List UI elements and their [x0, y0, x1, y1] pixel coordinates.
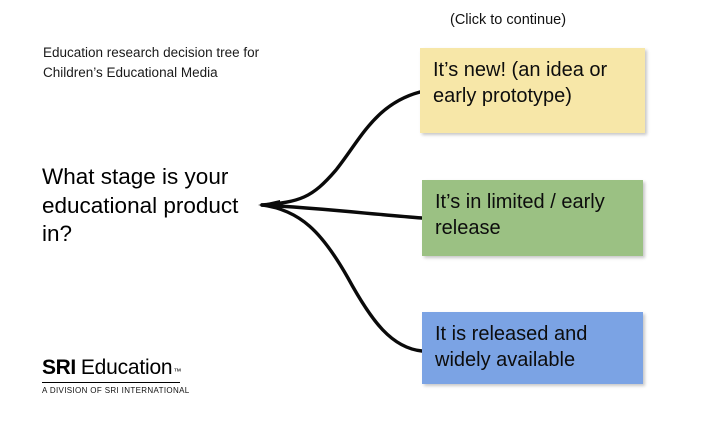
deck-subtitle: Education research decision tree for Chi…: [43, 45, 260, 80]
connector-to-new: [260, 90, 422, 207]
connector-to-released: [260, 203, 424, 353]
sri-education-logo: SRI Education ™ A DIVISION OF SRI INTERN…: [42, 357, 192, 395]
connector-to-limited: [260, 203, 424, 220]
root-question: What stage is your educational product i…: [42, 164, 239, 247]
branch-node-limited[interactable]: It’s in limited / early release: [422, 180, 643, 256]
logo-wordmark: SRI Education ™: [42, 357, 192, 378]
logo-trademark-icon: ™: [173, 367, 182, 376]
branch-node-limited-label: It’s in limited / early release: [435, 191, 605, 239]
logo-divider: [42, 382, 180, 383]
branch-node-released-label: It is released and widely available: [435, 323, 588, 371]
logo-education-text: Education: [80, 356, 173, 379]
logo-sri-text: SRI: [42, 356, 76, 379]
branch-node-released[interactable]: It is released and widely available: [422, 312, 643, 384]
click-to-continue-hint: (Click to continue): [450, 12, 567, 28]
logo-tagline: A DIVISION OF SRI INTERNATIONAL: [42, 386, 190, 395]
branch-node-new[interactable]: It’s new! (an idea or early prototype): [420, 48, 645, 133]
branch-node-new-label: It’s new! (an idea or early prototype): [433, 59, 608, 107]
